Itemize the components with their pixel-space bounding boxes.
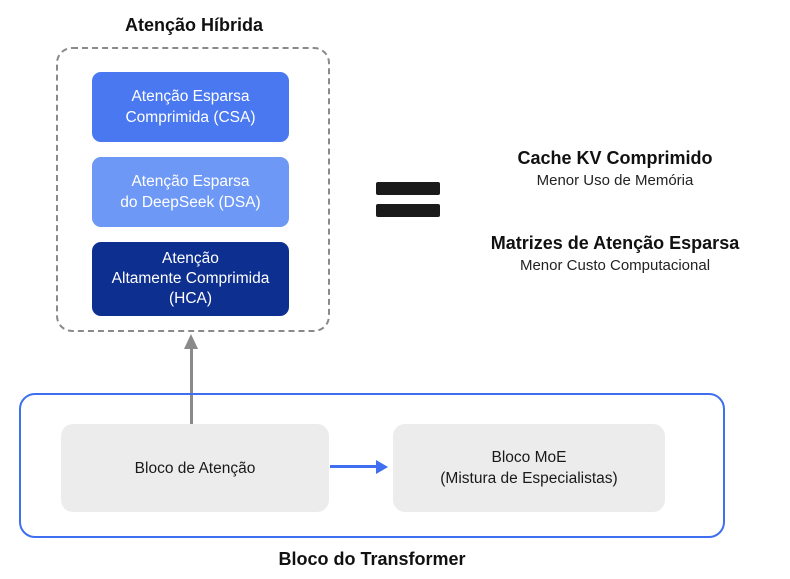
hca-box-line-1: Atenção — [162, 250, 219, 267]
hca-box-line-2: Altamente Comprimida — [111, 270, 270, 287]
hca-box: Atenção Altamente Comprimida (HCA) — [92, 242, 289, 316]
result-title: Cache KV Comprimido — [517, 148, 713, 168]
result-title: Matrizes de Atenção Esparsa — [490, 233, 740, 253]
csa-box-line-2: Comprimida (CSA) — [125, 109, 256, 126]
hca-box-line-3: (HCA) — [168, 290, 213, 307]
dsa-box-line-1: Atenção Esparsa — [131, 173, 250, 190]
result-subtitle: Menor Uso de Memória — [536, 172, 694, 189]
equals-sign-bottom-bar — [376, 204, 440, 217]
equals-sign-top-bar — [376, 182, 440, 195]
attention-block: Bloco de Atenção — [61, 424, 329, 512]
arrow-right-icon — [376, 459, 388, 474]
result-subtitle: Menor Custo Computacional — [519, 257, 711, 274]
hybrid-attention-frame — [56, 47, 330, 332]
result-sparse-attention-matrices: Matrizes de Atenção Esparsa Menor Custo … — [470, 231, 760, 277]
transformer-block-frame — [19, 393, 725, 538]
moe-block-line-2: (Mistura de Especialistas) — [440, 470, 618, 487]
result-compressed-kv-cache: Cache KV Comprimido Menor Uso de Memória — [470, 146, 760, 192]
moe-block-line-1: Bloco MoE — [491, 449, 567, 466]
hybrid-attention-title: Atenção Híbrida — [124, 15, 264, 35]
attention-block-label: Bloco de Atenção — [134, 459, 256, 477]
arrow-up-line — [190, 348, 193, 424]
transformer-block-label: Bloco do Transformer — [278, 549, 466, 569]
csa-box: Atenção Esparsa Comprimida (CSA) — [92, 72, 289, 142]
dsa-box: Atenção Esparsa do DeepSeek (DSA) — [92, 157, 289, 227]
moe-block: Bloco MoE (Mistura de Especialistas) — [393, 424, 665, 512]
dsa-box-line-2: do DeepSeek (DSA) — [120, 194, 261, 211]
csa-box-line-1: Atenção Esparsa — [131, 88, 250, 105]
arrow-up-icon — [184, 334, 198, 349]
arrow-right-line — [330, 465, 378, 468]
